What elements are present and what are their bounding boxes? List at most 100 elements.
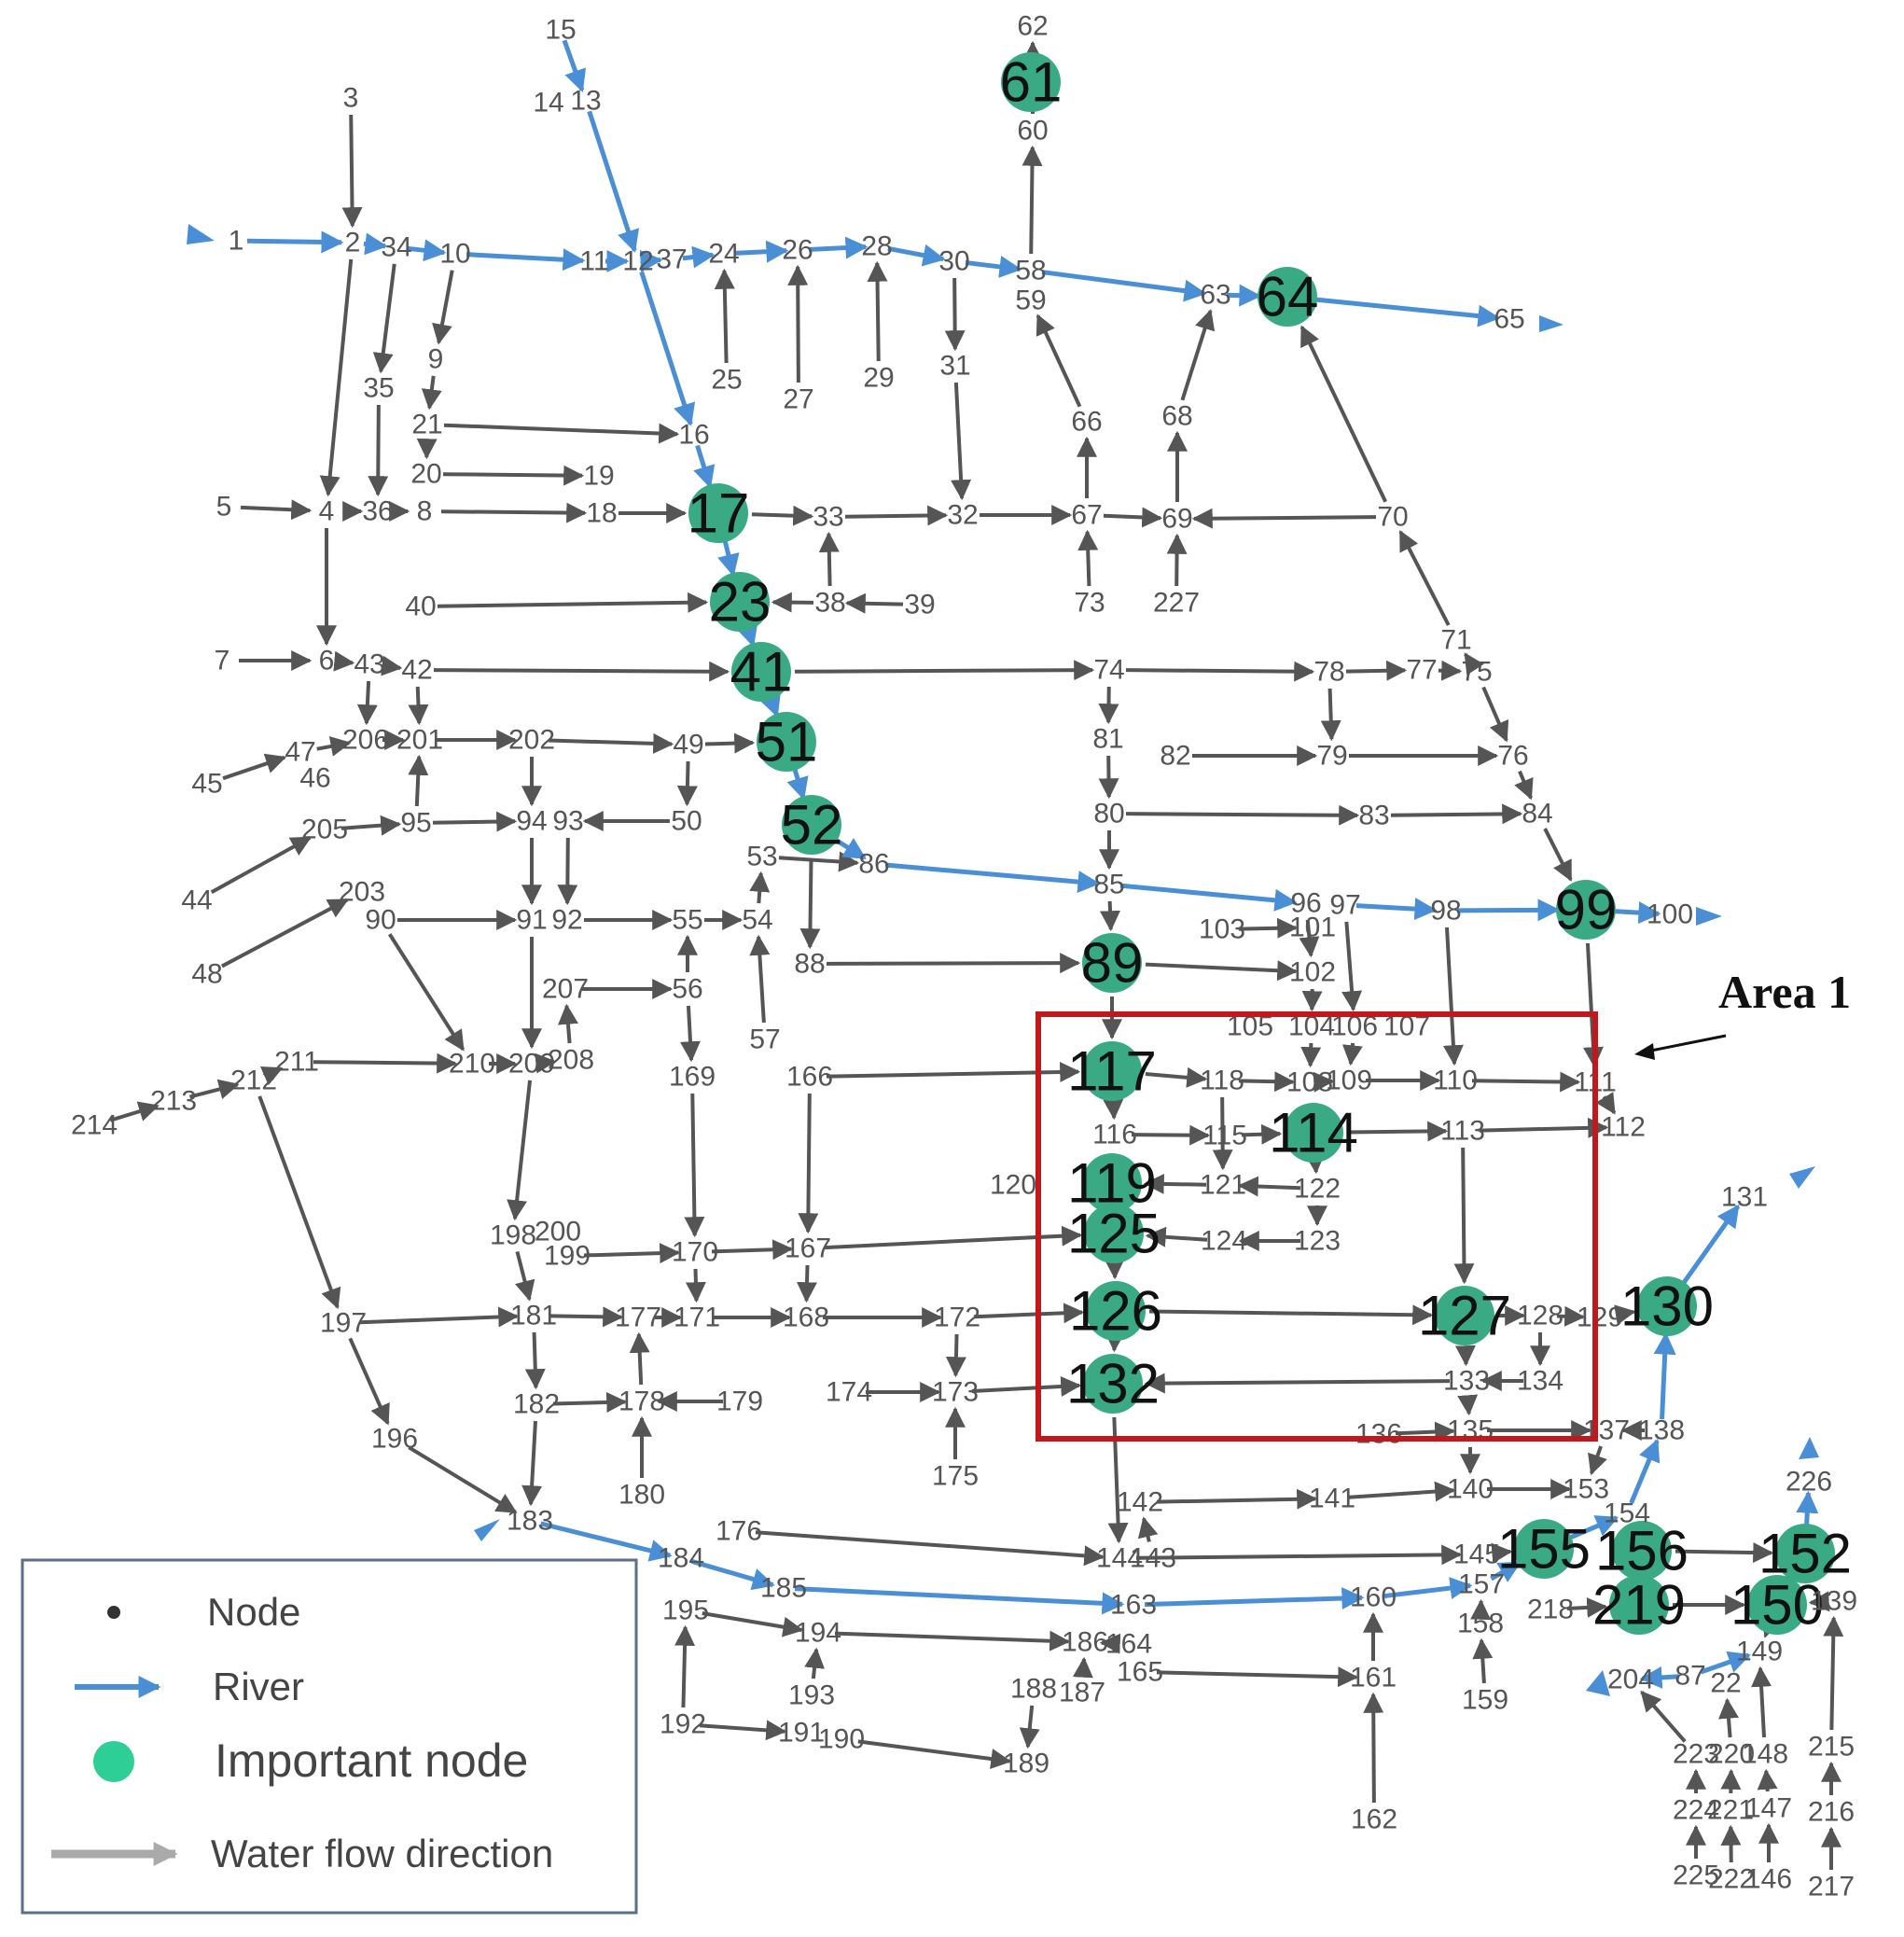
node-label-33: 33 <box>813 502 843 533</box>
node-label-138: 138 <box>1638 1415 1685 1446</box>
node-label-139: 139 <box>1811 1586 1857 1617</box>
area-1-pointer-head <box>1634 1043 1655 1060</box>
important-node-130 <box>1637 1276 1697 1336</box>
flow-edge-90-210 <box>387 933 466 1052</box>
node-label-76: 76 <box>1497 741 1528 772</box>
flow-edge-156-152 <box>1675 1542 1774 1564</box>
node-label-2: 2 <box>345 228 361 258</box>
node-label-167: 167 <box>785 1233 831 1264</box>
flow-edge-133-135 <box>1457 1394 1479 1416</box>
important-node-label-150: 150 <box>1730 1574 1824 1637</box>
node-label-174: 174 <box>826 1377 872 1408</box>
node-label-178: 178 <box>618 1387 665 1417</box>
node-label-8: 8 <box>417 496 433 527</box>
flow-edge-166-167 <box>798 1093 819 1234</box>
flow-edge-67-69 <box>1103 507 1163 528</box>
node-label-180: 180 <box>618 1480 665 1511</box>
important-node-89 <box>1082 933 1142 993</box>
river-edge-86-85 <box>884 862 1101 894</box>
node-label-28: 28 <box>861 231 892 262</box>
node-label-218: 218 <box>1527 1595 1574 1625</box>
node-label-87: 87 <box>1675 1661 1705 1692</box>
flow-edge-8-18 <box>440 502 588 523</box>
flow-edge-145-155 <box>1491 1542 1513 1564</box>
river-edge-64-65 <box>1314 297 1501 327</box>
node-label-183: 183 <box>507 1506 553 1537</box>
flow-edge-142-141 <box>1156 1488 1318 1510</box>
flow-edge-29-28 <box>867 260 888 362</box>
flow-edge-137-153 <box>1588 1445 1607 1476</box>
node-label-184: 184 <box>658 1543 704 1574</box>
node-label-166: 166 <box>786 1062 833 1093</box>
important-node-label-219: 219 <box>1592 1574 1686 1637</box>
node-label-112: 112 <box>1601 1112 1646 1143</box>
outflow-arrows-layer <box>187 224 1819 1696</box>
node-label-211: 211 <box>274 1047 319 1078</box>
flow-edge-81-80 <box>1098 755 1119 800</box>
node-label-79: 79 <box>1316 741 1347 772</box>
important-node-132 <box>1083 1354 1143 1414</box>
legend-node-label: Node <box>207 1590 300 1634</box>
node-label-21: 21 <box>411 410 442 440</box>
flow-edge-199-170 <box>583 1243 681 1264</box>
node-label-193: 193 <box>788 1680 835 1711</box>
node-label-158: 158 <box>1457 1609 1504 1639</box>
river-outflow-arrow-226 <box>1799 1437 1819 1459</box>
flow-edge-31-32 <box>951 382 972 501</box>
important-node-label-130: 130 <box>1620 1275 1714 1338</box>
flow-edge-75-76 <box>1481 686 1509 743</box>
node-label-44: 44 <box>181 885 212 916</box>
node-label-186: 186 <box>1062 1627 1108 1658</box>
important-node-117 <box>1082 1041 1142 1101</box>
node-label-110: 110 <box>1433 1066 1478 1096</box>
flow-edge-213-212 <box>188 1079 240 1100</box>
node-label-6: 6 <box>319 646 335 676</box>
node-label-10: 10 <box>439 239 470 270</box>
node-label-19: 19 <box>583 461 614 492</box>
node-label-142: 142 <box>1117 1487 1163 1518</box>
river-edge-41-51 <box>759 692 781 718</box>
flow-edge-58-60 <box>1021 145 1043 255</box>
flow-edge-121-119 <box>1143 1173 1207 1194</box>
important-node-label-132: 132 <box>1066 1353 1160 1415</box>
node-label-220: 220 <box>1708 1739 1755 1770</box>
node-label-224: 224 <box>1673 1795 1719 1826</box>
river-edge-30-58 <box>965 256 1022 278</box>
flow-edge-122-121 <box>1237 1176 1301 1197</box>
flow-edge-205-95 <box>340 815 402 836</box>
important-node-label-127: 127 <box>1418 1285 1511 1347</box>
node-label-170: 170 <box>672 1237 718 1268</box>
node-label-26: 26 <box>782 235 813 266</box>
important-node-label-41: 41 <box>730 641 793 704</box>
important-node-156 <box>1612 1521 1672 1581</box>
river-outflow-arrow-65 <box>1539 315 1564 332</box>
important-node-label-156: 156 <box>1595 1520 1689 1582</box>
important-node-23 <box>710 572 770 632</box>
flow-edge-38-33 <box>818 531 840 587</box>
area-1-label: Area 1 <box>1718 966 1851 1018</box>
node-label-71: 71 <box>1440 625 1471 656</box>
flow-edge-106-109 <box>1341 1042 1363 1066</box>
flow-edge-6-43 <box>333 650 355 672</box>
node-label-163: 163 <box>1110 1590 1157 1621</box>
river-edge-183-184 <box>540 1521 673 1562</box>
node-label-13: 13 <box>570 86 601 117</box>
river-edge-160-157 <box>1383 1577 1473 1599</box>
node-label-113: 113 <box>1440 1116 1485 1147</box>
node-label-20: 20 <box>410 459 441 490</box>
flow-edge-129-130 <box>1614 1304 1636 1326</box>
flow-edge-75-71 <box>1464 652 1484 676</box>
flow-edge-104-108 <box>1300 1042 1322 1068</box>
node-label-200: 200 <box>535 1217 581 1247</box>
flow-edge-132-144 <box>1107 1416 1129 1544</box>
important-node-label-89: 89 <box>1081 932 1144 995</box>
node-label-179: 179 <box>716 1387 763 1417</box>
river-edge-63-64 <box>1226 284 1262 307</box>
node-label-226: 226 <box>1786 1467 1832 1498</box>
flow-edge-192-191 <box>699 1720 787 1741</box>
node-label-123: 123 <box>1294 1226 1341 1257</box>
important-node-52 <box>782 795 841 855</box>
flow-edge-118-108 <box>1238 1071 1296 1093</box>
flow-edge-49-51 <box>704 732 756 754</box>
flow-edge-181-182 <box>524 1331 546 1390</box>
